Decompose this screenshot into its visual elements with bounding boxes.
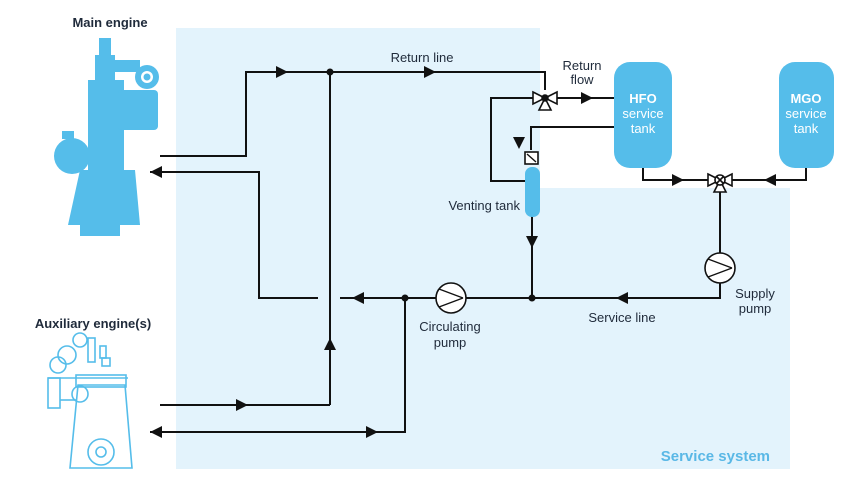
venting-tank-label: Venting tank <box>448 198 520 213</box>
service-system-label: Service system <box>661 448 770 465</box>
circulating-pump-label-line2: pump <box>434 335 467 350</box>
auxiliary-engine-label: Auxiliary engine(s) <box>35 316 151 331</box>
service-line-label: Service line <box>588 310 655 325</box>
hfo-service-tank: HFO service tank <box>614 62 672 168</box>
svg-text:tank: tank <box>631 121 656 136</box>
return-line-label: Return line <box>391 50 454 65</box>
svg-text:tank: tank <box>794 121 819 136</box>
return-three-way-valve <box>532 90 558 111</box>
main-engine-illustration <box>54 38 159 236</box>
junction-dots <box>326 68 536 302</box>
svg-text:service: service <box>785 106 826 121</box>
svg-text:MGO: MGO <box>790 91 821 106</box>
supply-pump-label-line1: Supply <box>735 286 775 301</box>
supply-pump <box>704 252 736 284</box>
flow-arrows <box>150 66 776 438</box>
return-flow-label-line1: Return <box>562 58 601 73</box>
circulating-pump-label-line1: Circulating <box>419 319 480 334</box>
return-flow-label-line2: flow <box>570 72 594 87</box>
mgo-service-tank: MGO service tank <box>779 62 834 168</box>
main-engine-label: Main engine <box>72 15 147 30</box>
svg-text:service: service <box>622 106 663 121</box>
venting-tank <box>524 151 540 217</box>
supply-pump-label-line2: pump <box>739 301 772 316</box>
auxiliary-engine-illustration <box>47 332 133 469</box>
svg-text:HFO: HFO <box>629 91 656 106</box>
supply-three-way-valve <box>707 172 733 193</box>
circulating-pump <box>435 282 467 314</box>
